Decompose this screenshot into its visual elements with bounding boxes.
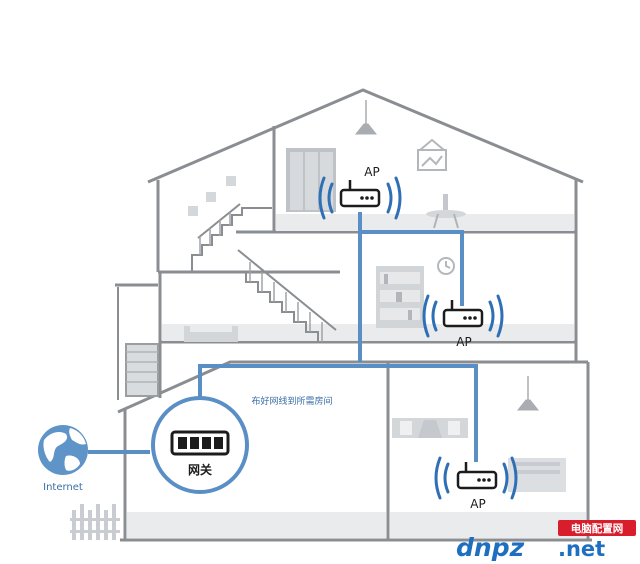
router-icon — [442, 308, 484, 328]
ap-top — [318, 176, 402, 220]
network-cables — [88, 212, 478, 462]
gateway-label: 网关 — [188, 462, 212, 477]
bookshelf — [376, 266, 424, 328]
attic-lamp — [354, 100, 378, 135]
fence — [70, 504, 120, 540]
wifi-signal-icon — [318, 176, 402, 220]
watermark-badge: 电脑配置网 — [571, 522, 624, 535]
watermark: 电脑配置网 dnpz .net — [456, 520, 636, 562]
ap-middle-label: AP — [456, 335, 471, 349]
ap-top-label: AP — [364, 165, 379, 179]
attic-table — [426, 194, 466, 229]
watermark-badge-bg — [558, 520, 636, 536]
gateway-port-icon — [214, 437, 223, 449]
porch — [117, 287, 159, 400]
watermark-domain: .net — [558, 537, 605, 561]
sofa — [184, 326, 238, 342]
ap-bottom-label: AP — [470, 497, 485, 511]
kitchen-lamp — [516, 376, 540, 411]
wifi-signal-icon — [434, 456, 518, 500]
gateway-port-icon — [190, 437, 199, 449]
wifi-signal-icon — [422, 294, 504, 338]
upper-staircase — [191, 203, 272, 272]
watermark-brand: dnpz — [456, 533, 525, 562]
wall-tiles — [188, 176, 236, 216]
ap-bottom — [434, 456, 518, 500]
cable-middle-ap — [360, 230, 464, 306]
gateway-port-icon — [202, 437, 211, 449]
cable-main-run — [198, 364, 478, 462]
ap-middle — [422, 294, 504, 338]
kitchen-cabinets — [392, 418, 566, 492]
gateway-port-icon — [178, 437, 187, 449]
gateway-device — [151, 396, 249, 494]
router-icon — [456, 470, 498, 490]
middle-staircase — [236, 249, 337, 342]
router-icon — [339, 188, 381, 208]
cable-note: 布好网线到所需房间 — [251, 395, 332, 407]
internet-label: Internet — [43, 482, 83, 493]
clock-icon — [437, 257, 455, 275]
floor-strips — [127, 214, 586, 538]
attic-picture — [417, 138, 447, 171]
internet-globe-icon — [38, 425, 88, 475]
roof-outline — [147, 88, 584, 184]
